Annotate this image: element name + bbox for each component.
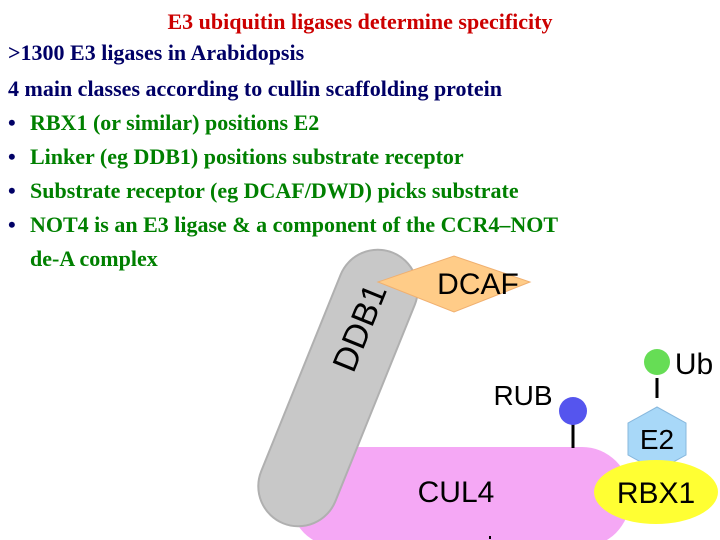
rub-label: RUB <box>493 380 552 411</box>
rbx1-label: RBX1 <box>617 477 695 510</box>
bullet-item: • RBX1 (or similar) positions E2 <box>8 106 558 140</box>
rbx1-shape <box>594 460 718 524</box>
bullet-text: Substrate receptor (eg DCAF/DWD) picks s… <box>30 178 519 203</box>
e2-label: E2 <box>640 424 674 455</box>
ub-label: Ub <box>675 348 713 381</box>
ddb1-shape <box>257 248 419 528</box>
cul4-shape <box>290 447 630 540</box>
dcaf-shape <box>376 255 532 313</box>
cul4-label: CUL4 <box>418 476 495 509</box>
slide-title: E3 ubiquitin ligases determine specifici… <box>167 9 553 34</box>
bullet-item: • Substrate receptor (eg DCAF/DWD) picks… <box>8 174 558 208</box>
bullet-item: • Linker (eg DDB1) positions substrate r… <box>8 140 558 174</box>
bullet-marker: • <box>8 212 16 237</box>
bullet-text: NOT4 is an E3 ligase & a component of th… <box>30 212 559 237</box>
intro-line-1: >1300 E3 ligases in Arabidopsis <box>8 40 305 65</box>
bullet-item: • NOT4 is an E3 ligase & a component of … <box>8 208 558 276</box>
bullet-marker: • <box>8 110 16 135</box>
rub-dot <box>559 397 587 425</box>
dcaf-label: DCAF <box>437 268 519 301</box>
stray-mark <box>489 536 491 539</box>
bullet-text: RBX1 (or similar) positions E2 <box>30 110 320 135</box>
bullet-text: Linker (eg DDB1) positions substrate rec… <box>30 144 464 169</box>
bullet-marker: • <box>8 178 16 203</box>
intro-line-2: 4 main classes according to cullin scaff… <box>8 76 502 101</box>
bullet-list: • RBX1 (or similar) positions E2 • Linke… <box>8 106 558 276</box>
ub-dot <box>644 349 670 375</box>
bullet-marker: • <box>8 144 16 169</box>
bullet-text-continued: de-A complex <box>30 246 158 271</box>
